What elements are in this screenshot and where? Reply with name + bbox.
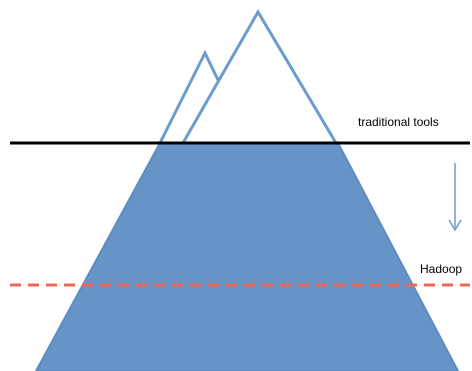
hadoop-label: Hadoop [420, 262, 462, 276]
down-arrow-icon [448, 163, 462, 232]
iceberg-secondary-peak [158, 49, 220, 144]
iceberg-submerged-body [35, 142, 459, 371]
traditional-tools-label: traditional tools [358, 115, 439, 129]
iceberg-main-peak [181, 9, 338, 144]
